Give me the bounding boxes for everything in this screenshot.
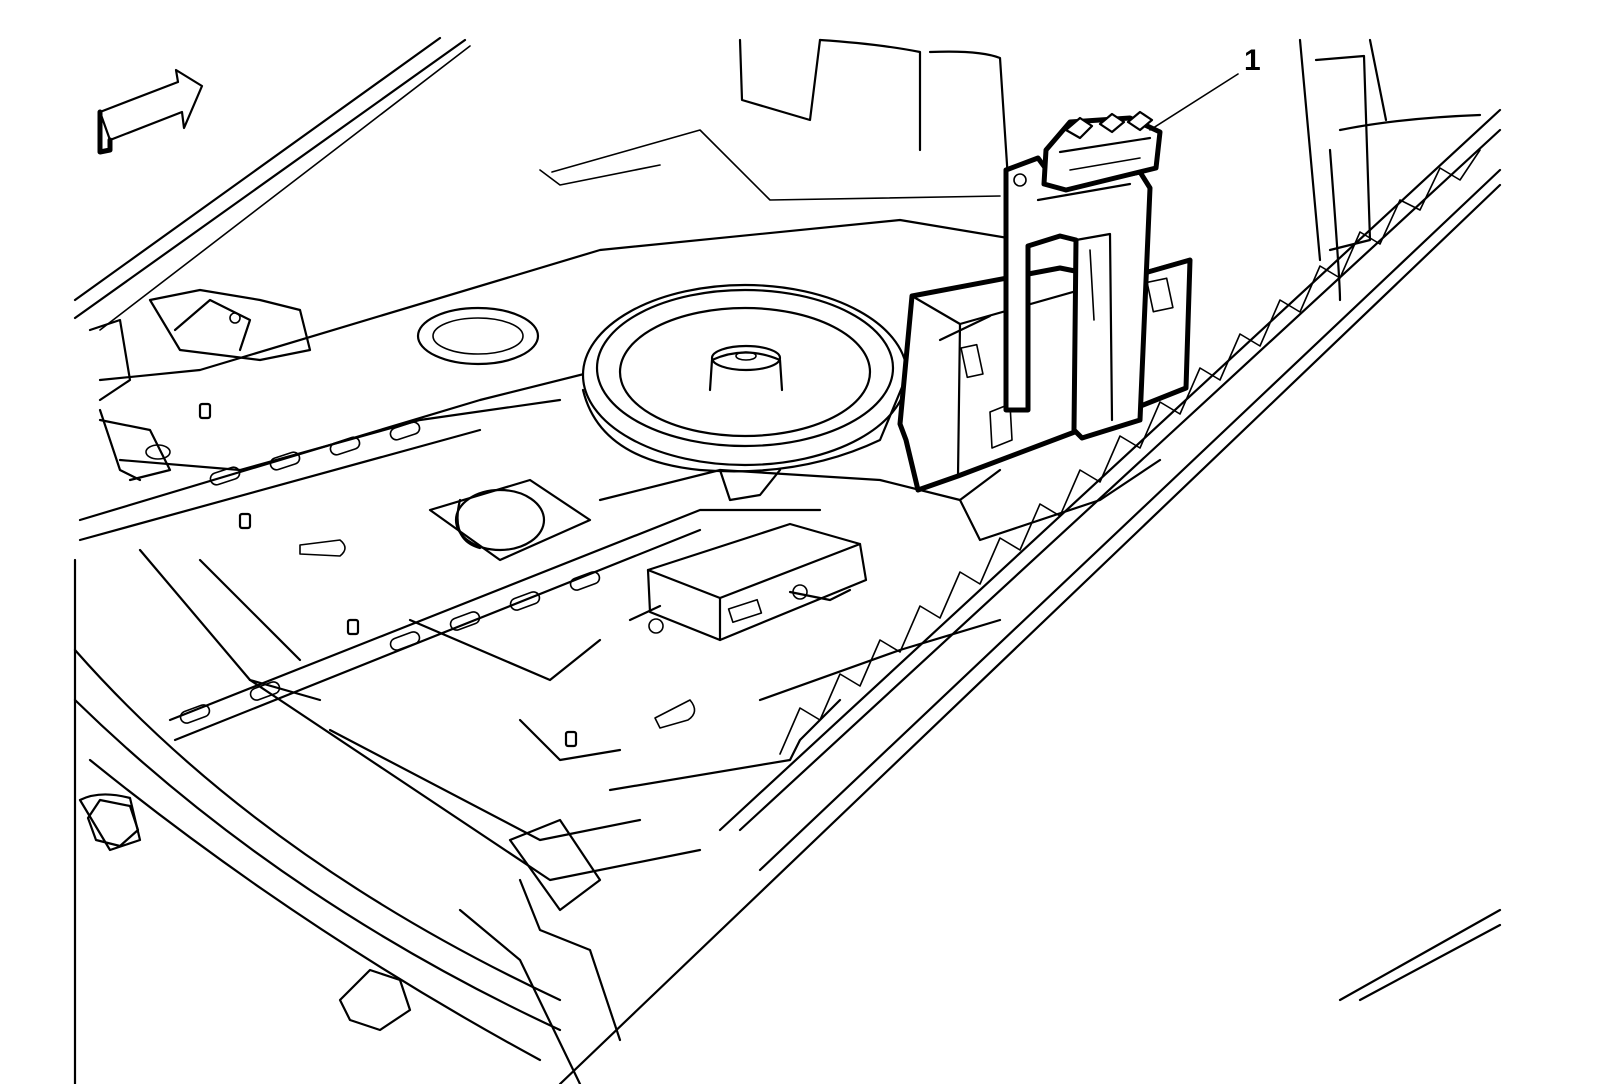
highlighted-module-with-bracket bbox=[897, 110, 1193, 493]
left-body-panel bbox=[73, 36, 562, 1084]
left-rear-bracket bbox=[78, 288, 312, 852]
rear-speaker bbox=[581, 283, 909, 502]
bottom-connectors bbox=[86, 798, 412, 1032]
floor-canister bbox=[428, 478, 592, 562]
rear-seat-back bbox=[539, 38, 1012, 212]
crossmember-slots bbox=[179, 421, 601, 724]
rear-bumper-area bbox=[458, 818, 622, 1084]
callout-1-leader-line bbox=[1149, 73, 1239, 131]
right-sill-trim bbox=[558, 108, 1502, 1084]
floor-oval-opening bbox=[416, 306, 540, 366]
floor-pan bbox=[78, 218, 1162, 882]
floor-plugs bbox=[198, 402, 578, 748]
right-body-panel bbox=[1298, 38, 1482, 302]
callout-1-label: 1 bbox=[1244, 44, 1261, 77]
lower-control-module bbox=[628, 522, 868, 642]
floor-keyholes bbox=[299, 539, 696, 729]
front-direction-arrow-icon bbox=[97, 68, 204, 155]
